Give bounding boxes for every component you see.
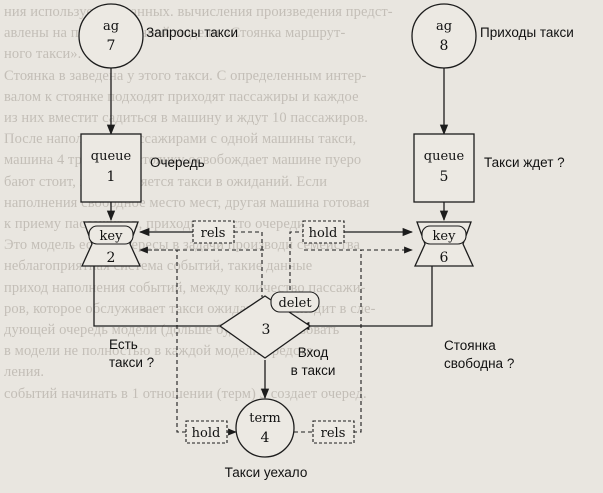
relation-rels-bottom: rels — [312, 420, 355, 444]
bleed-text-line: ления. — [4, 364, 45, 381]
dash-rels-bottom-to-key6 — [353, 246, 413, 433]
label-is-taxi-1: Есть — [109, 337, 138, 352]
edge-key2-delet3 — [93, 266, 240, 331]
label-is-taxi-2: такси ? — [109, 355, 154, 370]
bleed-text-line: ного такси». — [4, 46, 82, 63]
svg-text:delet: delet — [278, 296, 312, 311]
svg-text:ag: ag — [103, 19, 119, 34]
svg-text:hold: hold — [309, 226, 338, 241]
svg-text:key: key — [433, 229, 457, 244]
label-queue: Очередь — [150, 155, 205, 170]
queue-node-5: queue 5 — [413, 133, 475, 203]
svg-text:rels: rels — [201, 226, 226, 241]
svg-text:queue: queue — [424, 149, 465, 164]
dashed-edges — [139, 231, 413, 436]
dash-key2-to-hold-bottom — [140, 249, 186, 433]
label-stand-free-2: свободна ? — [444, 356, 514, 371]
svg-text:queue: queue — [91, 149, 132, 164]
bleed-text-line: валом к стоянке подходят приходят пассаж… — [4, 88, 359, 105]
queue5-number: 5 — [440, 169, 449, 185]
bleed-text-line: событий начинать в 1 отношении (терм) 3 … — [4, 385, 367, 402]
queue1-number: 1 — [107, 169, 116, 185]
key6-number: 6 — [440, 250, 449, 266]
delet3-number: 3 — [262, 322, 271, 338]
delet-node-3: delet 3 — [218, 291, 320, 359]
bleed-text-line: неблагоприятная система событий, такие д… — [4, 258, 313, 275]
edges — [93, 68, 449, 400]
bleed-text-line: из них вместит садиться в машину и ждут … — [4, 110, 368, 127]
term-node-4: term 4 — [235, 398, 295, 458]
label-taxi-waiting: Такси ждет ? — [484, 155, 565, 170]
ag-node-8: ag 8 — [411, 3, 477, 69]
svg-text:term: term — [249, 411, 280, 426]
label-enter-taxi-2: в такси — [291, 363, 336, 378]
relation-hold-top: hold — [302, 220, 345, 244]
svg-text:rels: rels — [321, 426, 346, 441]
queue-node-1: queue 1 — [80, 133, 142, 203]
key-node-6: key 6 — [413, 221, 475, 267]
key-node-2: key 2 — [80, 221, 142, 267]
relation-rels-top: rels — [192, 220, 235, 244]
svg-text:hold: hold — [192, 426, 221, 441]
label-enter-taxi-1: Вход — [298, 345, 329, 360]
dash-rels-top-to-delet — [234, 231, 263, 297]
bleed-text-line: в модели не полностью в каждой модели пр… — [4, 343, 318, 360]
svg-text:ag: ag — [436, 19, 452, 34]
svg-text:key: key — [100, 229, 124, 244]
edge-key6-delet3 — [298, 266, 433, 331]
dash-delet-to-hold-top — [289, 231, 303, 297]
relation-hold-bottom: hold — [185, 420, 228, 444]
key2-number: 2 — [107, 250, 116, 266]
label-taxi-requests: Запросы такси — [146, 25, 238, 40]
term4-number: 4 — [261, 430, 270, 446]
ag-node-7: ag 7 — [78, 3, 144, 69]
bleed-text-line: Стоянка в заведена у этого такси. С опре… — [4, 67, 367, 84]
label-taxi-arrivals: Приходы такси — [480, 25, 574, 40]
label-stand-free-1: Стоянка — [444, 338, 496, 353]
ag7-number: 7 — [107, 38, 116, 54]
label-taxi-left: Такси уехало — [225, 465, 308, 480]
ag8-number: 8 — [440, 38, 449, 54]
